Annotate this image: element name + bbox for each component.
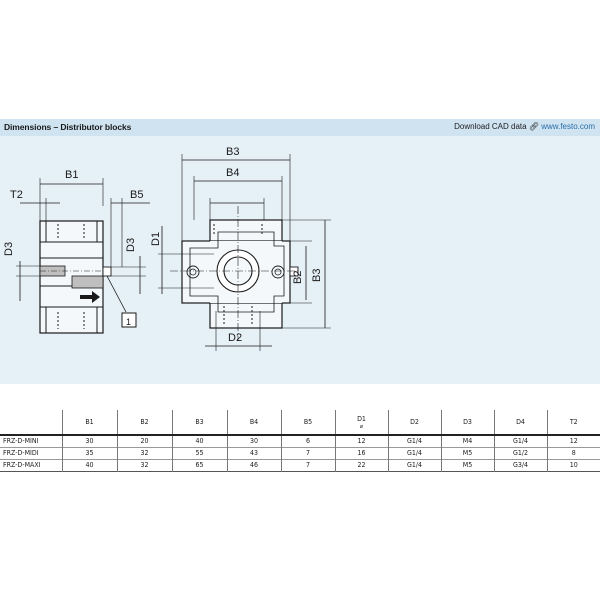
- download-cad-label: Download CAD data: [454, 122, 527, 131]
- link-icon: 🔗︎: [528, 122, 539, 131]
- label-b1: B1: [65, 169, 78, 181]
- col-header: [0, 410, 62, 435]
- col-header-d1: D1 ⌀: [334, 410, 388, 435]
- drawing-svg: B1 T2 B5 D3 D3 1 B3 B4 D2 D1 B2 B3: [3, 146, 331, 351]
- cell: 16: [334, 447, 388, 460]
- label-d3-left: D3: [3, 242, 15, 256]
- col-header: B4: [226, 410, 281, 435]
- cell: G1/4: [387, 435, 441, 448]
- label-b2: B2: [292, 271, 304, 284]
- cell: 40: [171, 435, 227, 448]
- diameter-icon: ⌀: [359, 422, 364, 430]
- festo-url: www.festo.com: [541, 122, 595, 131]
- cell: 46: [226, 459, 281, 472]
- cell: 30: [226, 435, 281, 448]
- cell-model: FRZ-D-MIDI: [3, 449, 39, 457]
- cell-model: FRZ-D-MAXI: [3, 461, 41, 469]
- cell: 32: [116, 459, 172, 472]
- dimension-labels: B1 T2 B5 D3 D3 1 B3 B4 D2 D1 B2 B3: [3, 146, 323, 344]
- cell: 32: [116, 447, 172, 460]
- cell: 65: [171, 459, 227, 472]
- technical-drawing: B1 T2 B5 D3 D3 1 B3 B4 D2 D1 B2 B3: [0, 136, 600, 384]
- label-b5: B5: [130, 189, 143, 201]
- section-title: Dimensions – Distributor blocks: [4, 122, 132, 132]
- cell: 8: [546, 447, 600, 460]
- cell: G3/4: [493, 459, 547, 472]
- cell: 43: [226, 447, 281, 460]
- col-header: D4: [493, 410, 547, 435]
- side-view: [16, 178, 150, 334]
- label-d1: D1: [150, 232, 162, 246]
- dimensions-table: B1 B2 B3 B4 B5 D1 ⌀ D2 D3 D4 T2 FRZ-D-MI…: [0, 410, 600, 472]
- cell: 7: [280, 459, 335, 472]
- col-header: D2: [387, 410, 441, 435]
- cell: G1/4: [387, 459, 441, 472]
- cell: 12: [334, 435, 388, 448]
- table-row: FRZ-D-MAXI 40 32 65 46 7 22 G1/4 M5 G3/4…: [0, 459, 600, 472]
- cell: 6: [280, 435, 335, 448]
- col-header: T2: [546, 410, 600, 435]
- cell: 40: [61, 459, 117, 472]
- cell: 7: [280, 447, 335, 460]
- label-d3-right: D3: [125, 238, 137, 252]
- col-header: B2: [116, 410, 172, 435]
- col-header-d1-label: D1: [357, 414, 366, 423]
- label-b3-top: B3: [226, 146, 239, 158]
- cell: 12: [546, 435, 600, 448]
- table-row: FRZ-D-MIDI 35 32 55 43 7 16 G1/4 M5 G1/2…: [0, 447, 600, 460]
- cell: G1/2: [493, 447, 547, 460]
- cell: 10: [546, 459, 600, 472]
- cell: M5: [440, 459, 494, 472]
- label-b4: B4: [226, 167, 239, 179]
- col-header: D3: [440, 410, 494, 435]
- cell-model: FRZ-D-MINI: [3, 437, 39, 445]
- col-header: B3: [171, 410, 227, 435]
- front-view: [158, 154, 331, 351]
- cell: M4: [440, 435, 494, 448]
- download-cad-link[interactable]: Download CAD data 🔗︎ www.festo.com: [454, 122, 595, 131]
- cell: 55: [171, 447, 227, 460]
- col-header: B5: [280, 410, 335, 435]
- cell: M5: [440, 447, 494, 460]
- cell: 20: [116, 435, 172, 448]
- section-header: Dimensions – Distributor blocks Download…: [0, 119, 600, 136]
- label-b3-right: B3: [311, 269, 323, 282]
- label-d2: D2: [228, 332, 242, 344]
- col-header: B1: [61, 410, 117, 435]
- table-row: FRZ-D-MINI 30 20 40 30 6 12 G1/4 M4 G1/4…: [0, 435, 600, 448]
- label-t2: T2: [10, 189, 23, 201]
- cell: G1/4: [387, 447, 441, 460]
- cell: 22: [334, 459, 388, 472]
- cell: G1/4: [493, 435, 547, 448]
- cell: 35: [61, 447, 117, 460]
- label-callout-1: 1: [126, 317, 131, 327]
- table-header-row: B1 B2 B3 B4 B5 D1 ⌀ D2 D3 D4 T2: [0, 410, 600, 435]
- cell: 30: [61, 435, 117, 448]
